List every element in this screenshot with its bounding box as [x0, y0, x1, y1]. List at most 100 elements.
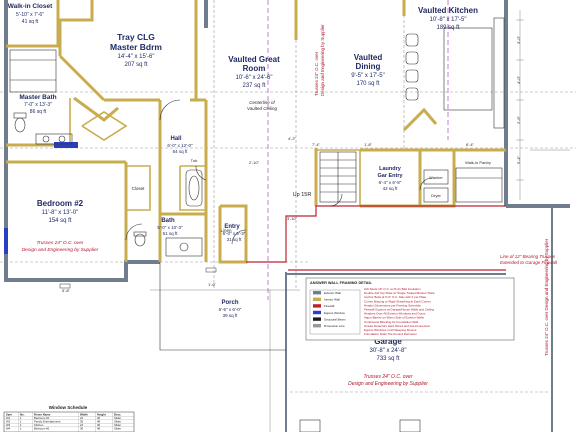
dining-name-2: Dining [356, 62, 381, 71]
walk-in-closet-size: 5'-10" x 7'-6" [16, 12, 44, 18]
garage-name: Garage [374, 337, 402, 346]
trusses-gar-1: Trusses 24" O.C. over [364, 374, 413, 380]
framing-note: Firewall Gypsum at Garage/House Walls an… [364, 308, 434, 312]
schedule-cell: 48 [97, 420, 101, 424]
legend-label: Dimension Line [324, 324, 345, 328]
door-swings [125, 99, 433, 245]
great-room-name-2: Room [243, 64, 266, 73]
porch-marker [205, 267, 217, 273]
bath-name: Bath [161, 218, 175, 224]
firewall [246, 205, 506, 271]
great-room-area: 237 sq ft [242, 83, 265, 89]
trusses-gar-2: Design and Engineering by Supplier [348, 381, 428, 387]
schedule-cell: Bedroom #2 [34, 427, 50, 431]
schedule-header: Sym [6, 413, 12, 417]
hall-name: Hall [170, 136, 181, 142]
laundry-size: 6'-4" x 6'-8" [379, 180, 402, 185]
trusses-bed-2: Design and Engineering by Supplier [22, 247, 99, 253]
framing-note: Headers Over All Exterior Windows and Do… [364, 312, 426, 316]
schedule-cell: Kitchen [34, 423, 44, 427]
entry-size: 6'-0" x 5'-3" [223, 231, 246, 236]
framing-note: Egress Windows in All Sleeping Rooms [364, 328, 417, 332]
laundry-name-1: Laundry [379, 166, 402, 172]
dim-9: 6'-4" [466, 142, 475, 147]
dining-size: 9'-5" x 17'-5" [351, 73, 385, 79]
schedule-title: Window Schedule [49, 405, 88, 410]
entry-name: Entry [224, 224, 240, 230]
pantry-label: Walk-in Pantry [465, 160, 491, 165]
tub-label: Tub [191, 158, 199, 163]
legend-label: Egress Window [324, 311, 346, 315]
schedule-cell: 24 [80, 416, 84, 420]
hall-area: 64 sq ft [173, 149, 189, 154]
legend-label: Interior Wall [324, 298, 340, 302]
bedroom2-name: Bedroom #2 [37, 199, 84, 208]
hall-size: 6'-0" x 12'-0" [167, 143, 193, 148]
legend-swatch [313, 291, 321, 295]
schedule-cell: Slider [114, 423, 121, 427]
schedule-cell: 1 [20, 420, 22, 424]
trusses-side-note: Trusses 24" O.C. over Design and Enginee… [544, 238, 549, 356]
schedule-cell: Slider [114, 416, 121, 420]
closet-label: Closet [132, 186, 146, 191]
framing-title: ANSWER WALL FRAMING DETAIL [310, 281, 373, 285]
garage-size: 30'-8" x 24'-8" [370, 348, 407, 354]
porch-size: 6'-6" x 6'-0" [219, 307, 242, 312]
laundry-name-2: Gar Entry [377, 173, 403, 179]
kitchen-size: 10'-8" x 17'-5" [430, 17, 467, 23]
trusses-note-2: Design and Engineering by Supplier [320, 24, 325, 96]
framing-note: Header Dimensions per Framing Schedule [364, 303, 421, 307]
schedule-cell: 1 [20, 427, 22, 431]
line-trusses-2: Extended to Garage Firewall [500, 260, 558, 265]
master-bath-size: 7'-0" x 13'-3" [24, 102, 52, 108]
schedule-cell: 1 [20, 423, 22, 427]
framing-note: Vapor Barrier on Warm Side of Exterior W… [364, 316, 424, 320]
framing-note: Anchor Bolts at 6'-0" O.C. Max with 2 pe… [364, 295, 426, 299]
washer-label: Washer [429, 175, 443, 180]
kitchen-area: 189 sq ft [436, 25, 459, 31]
bath-window [54, 142, 78, 148]
dim-1: 3'-0" [516, 35, 521, 44]
linen-label: Linen [220, 228, 232, 233]
legend-label: Structural Beam [324, 317, 346, 321]
centerline-1: Centerline of [249, 100, 275, 105]
schedule-cell: W1 [6, 416, 11, 420]
dim-6: 3'-10" [287, 216, 298, 221]
dim-11: 1'-6" [208, 282, 217, 287]
framing-note: Smoke Detectors Hard Wired and Interconn… [364, 324, 430, 328]
bath-area: 51 sq ft [163, 231, 179, 236]
framing-note: Double 2x6 Top Plate w/ Single Treated B… [364, 291, 435, 295]
master-bdrm-size: 14'-4" x 15'-6" [118, 54, 155, 60]
legend-swatch [313, 310, 321, 315]
schedule-cell: Slider [114, 420, 121, 424]
dim-2: 4'-0" [516, 75, 521, 84]
centerline-2: Vaulted Ceiling [247, 106, 278, 111]
line-trusses-1: Line of 12" Bearing Trusses [500, 254, 556, 259]
schedule-cell: 36 [97, 416, 101, 420]
great-room-size: 10'-6" x 24'-6" [236, 75, 273, 81]
framing-note: Foundation Drain Tile Around Perimeter [364, 332, 417, 336]
framing-detail-box: ANSWER WALL FRAMING DETAIL Exterior Wall… [305, 277, 515, 341]
legend-label: Firewall [324, 304, 335, 308]
master-bath-name: Master Bath [19, 94, 56, 101]
porch-area: 39 sq ft [223, 313, 239, 318]
framing-note: Continuous Blocking for Foundation Wall [364, 320, 418, 324]
kitchen-name: Vaulted Kitchen [418, 6, 478, 15]
schedule-cell: Family Entertainment [34, 420, 61, 424]
window-marker [59, 283, 71, 289]
master-bdrm-name-2: Master Bdrm [110, 42, 162, 52]
legend-swatch [313, 317, 321, 321]
legend-swatch [313, 324, 321, 328]
framing-note: 2x6 Studs 16" O.C. w/ R-21 Batt Insulati… [364, 287, 421, 291]
dim-3: 2'-6" [516, 115, 521, 124]
dim-12: 5'-8" [62, 288, 71, 293]
dim-7: 7'-4" [312, 142, 321, 147]
dim-4: 5'-4" [516, 155, 521, 164]
walk-in-closet-name: Walk-in Closet [8, 3, 53, 10]
porch-name: Porch [221, 300, 238, 306]
schedule-header: No. [20, 413, 25, 417]
schedule-cell: W3 [6, 423, 11, 427]
